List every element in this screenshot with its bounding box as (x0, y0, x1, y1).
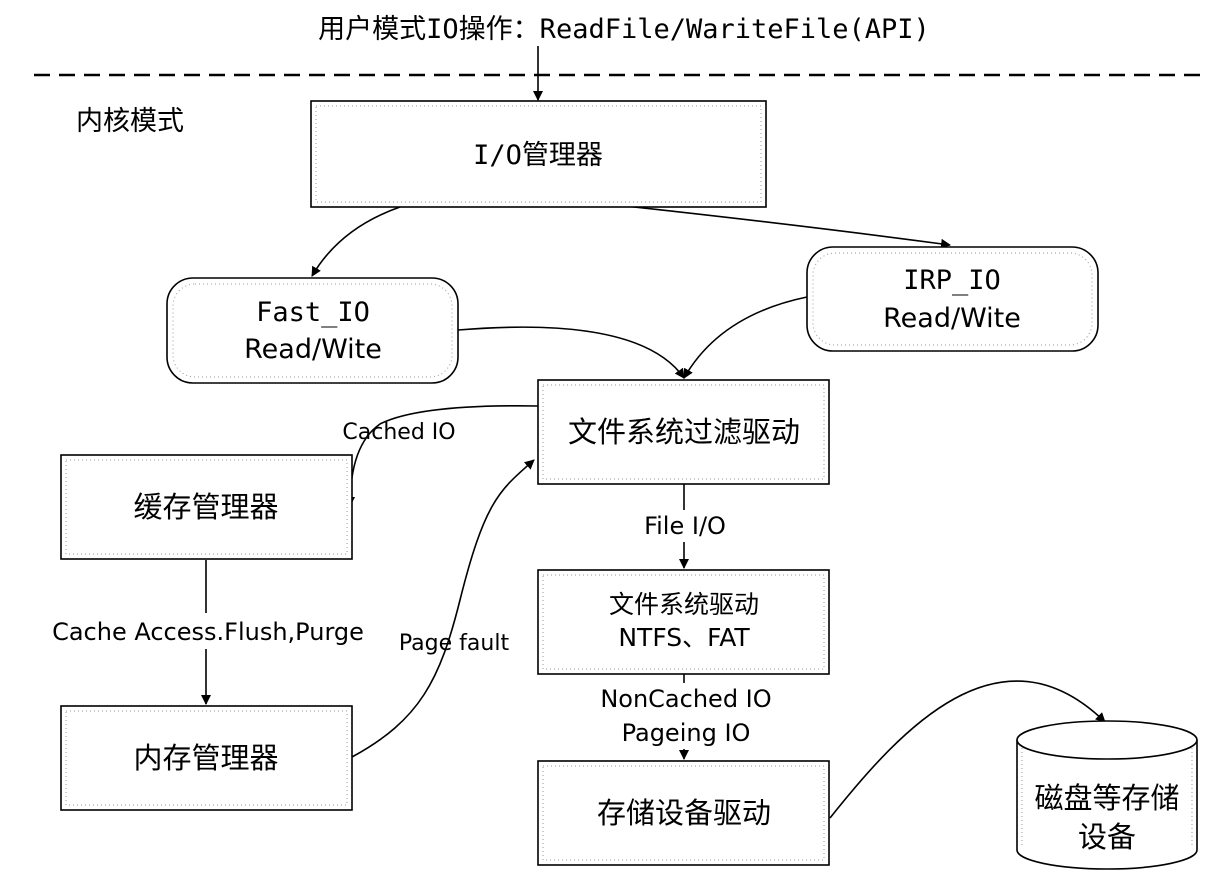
io-manager-label: I/O管理器 (473, 140, 603, 171)
fs-filter-driver-label: 文件系统过滤驱动 (568, 415, 800, 449)
edge-filter-to-cache-manager (345, 405, 539, 507)
edge-io-manager-to-irp-io (624, 205, 951, 249)
irp-io-node: IRP_IO Read/Wite (806, 246, 1099, 352)
cache-access-label: Cache Access.Flush,Purge (52, 618, 364, 646)
edge-storage-driver-to-disk (829, 680, 1106, 819)
cache-access-label-bg (60, 613, 356, 649)
file-io-label-bg (640, 510, 730, 542)
irp-io-label-line1: IRP_IO (903, 265, 1001, 296)
fast-io-node: Fast_IO Read/Wite (166, 277, 459, 384)
kernel-mode-label: 内核模式 (76, 106, 184, 137)
disk-storage-node: 磁盘等存储 设备 (1016, 720, 1198, 870)
cache-manager-node: 缓存管理器 (60, 454, 353, 560)
edge-memory-manager-to-filter (351, 459, 535, 758)
noncached-io-label: NonCached IO (600, 685, 771, 713)
edge-irp-io-to-filter (683, 296, 808, 379)
io-manager-node: I/O管理器 (310, 100, 767, 208)
file-io-label: File I/O (644, 512, 726, 540)
fs-filter-driver-node: 文件系统过滤驱动 (537, 379, 830, 485)
memory-manager-label: 内存管理器 (133, 741, 278, 775)
fs-driver-node: 文件系统驱动 NTFS、FAT (537, 569, 830, 675)
disk-label-line2: 设备 (1078, 820, 1136, 854)
fast-io-label-line2: Read/Wite (244, 334, 382, 365)
irp-io-label-line2: Read/Wite (883, 303, 1021, 334)
edge-fast-io-to-filter (457, 326, 685, 379)
cache-manager-label: 缓存管理器 (133, 490, 278, 524)
noncached-io-label-bg (600, 683, 772, 749)
fast-io-label-line1: Fast_IO (256, 297, 370, 328)
disk-label-line1: 磁盘等存储 (1034, 781, 1179, 815)
memory-manager-node: 内存管理器 (60, 705, 353, 811)
edge-io-manager-to-fast-io (311, 206, 401, 277)
fs-driver-label-line2: NTFS、FAT (618, 623, 750, 652)
user-mode-title: 用户模式IO操作：ReadFile/WariteFile(API) (318, 14, 930, 45)
page-fault-label: Page fault (399, 631, 510, 656)
fs-driver-label-line1: 文件系统驱动 (609, 590, 759, 619)
storage-driver-node: 存储设备驱动 (537, 760, 830, 866)
pageing-io-label: Pageing IO (622, 719, 751, 747)
storage-driver-label: 存储设备驱动 (597, 796, 771, 830)
cached-io-label: Cached IO (342, 420, 455, 445)
